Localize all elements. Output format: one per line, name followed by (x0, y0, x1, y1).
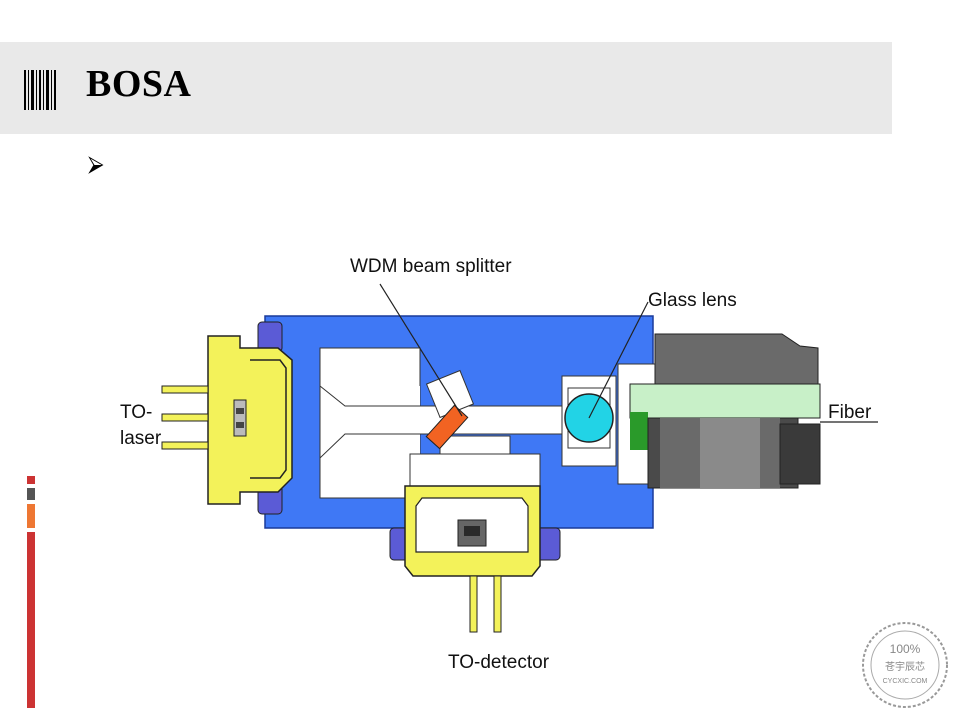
label-to-laser-2: laser (120, 428, 162, 449)
watermark-percent: 100% (890, 642, 921, 656)
arrow-bullet-icon: ⮚ (88, 152, 104, 177)
side-accent-strip (27, 476, 35, 708)
watermark-brand: 苍宇辰芯 (885, 660, 925, 673)
label-wdm-beam-splitter: WDM beam splitter (350, 256, 512, 277)
bosa-diagram: WDM beam splitter Glass lens Fiber TO- l… (120, 256, 878, 673)
label-glass-lens: Glass lens (648, 290, 737, 311)
fiber-receptacle (629, 333, 878, 489)
label-fiber: Fiber (828, 402, 872, 423)
barcode-icon (24, 70, 56, 110)
title-bar (0, 42, 892, 134)
label-to-laser-1: TO- (120, 402, 152, 423)
to-detector-can (404, 485, 541, 633)
wdm-splitter (379, 283, 475, 450)
to-laser-can (161, 335, 293, 505)
slide-title: BOSA (86, 63, 192, 105)
watermark-url: CYCXIC.COM (883, 678, 928, 685)
glass-lens (564, 301, 649, 449)
watermark-stamp-seal: 100% 苍宇辰芯 CYCXIC.COM (862, 622, 948, 708)
label-to-detector: TO-detector (448, 652, 550, 673)
